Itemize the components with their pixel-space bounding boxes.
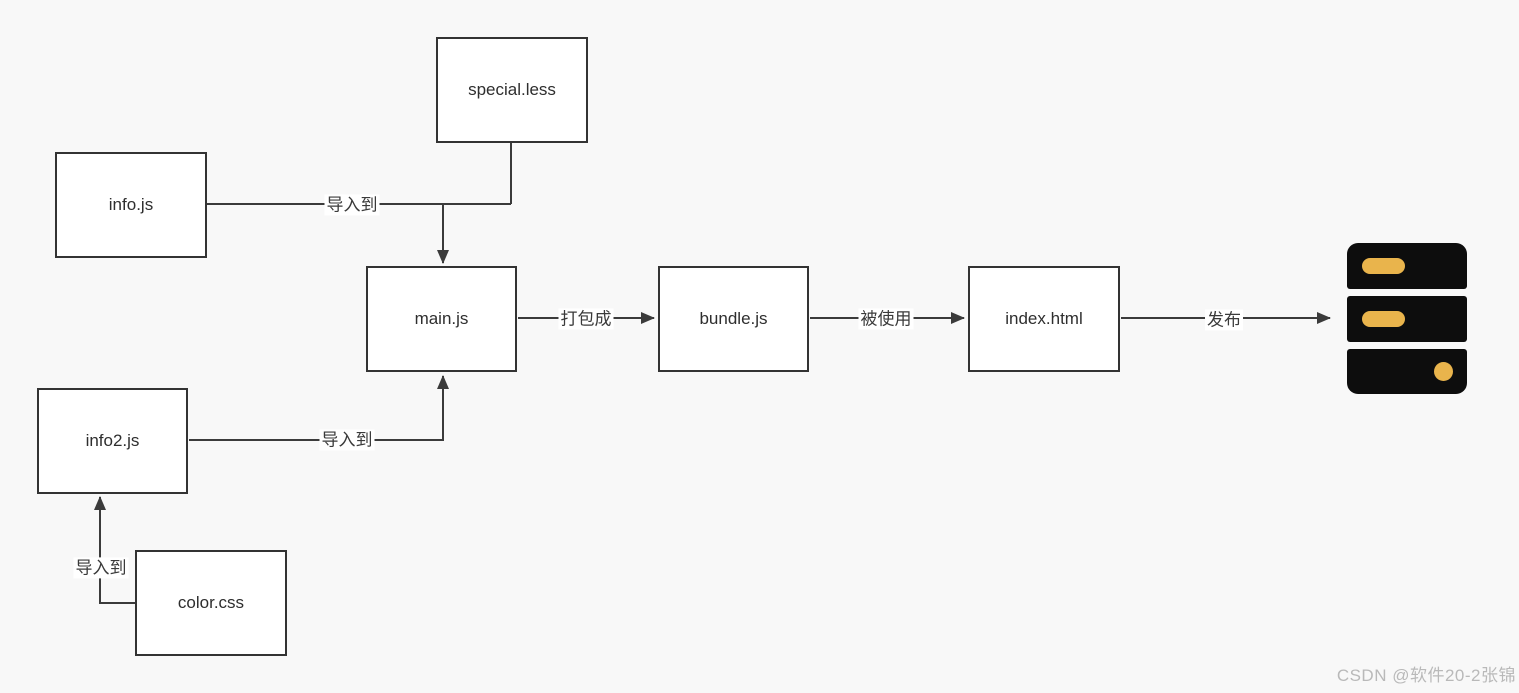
node-index-html: index.html <box>968 266 1120 372</box>
server-led-pill <box>1362 258 1405 274</box>
node-label: main.js <box>414 309 469 328</box>
edge-info2-js-to-main-js <box>189 375 449 441</box>
edge-label-used-by: 被使用 <box>858 308 914 330</box>
node-label: special.less <box>468 80 556 99</box>
node-label: color.css <box>177 593 245 612</box>
edge-label-publish: 发布 <box>1205 309 1243 331</box>
server-unit-top <box>1347 243 1467 289</box>
server-unit-bottom <box>1347 349 1467 394</box>
node-special-less: special.less <box>436 37 588 143</box>
edge-color-css-to-info2-js <box>94 496 135 604</box>
node-label: info.js <box>108 195 154 214</box>
server-unit-middle <box>1347 296 1467 342</box>
edge-label-import-3: 导入到 <box>73 557 129 579</box>
node-bundle-js: bundle.js <box>658 266 809 372</box>
edge-label-import-2: 导入到 <box>319 429 375 451</box>
node-label: index.html <box>1005 309 1083 328</box>
server-led-dot <box>1434 362 1453 381</box>
server-led-pill <box>1362 311 1405 327</box>
server-icon <box>1347 243 1467 394</box>
node-info-js: info.js <box>55 152 207 258</box>
node-color-css: color.css <box>135 550 287 656</box>
node-label: info2.js <box>85 431 140 450</box>
node-label: bundle.js <box>699 309 768 328</box>
node-info2-js: info2.js <box>37 388 188 494</box>
watermark: CSDN @软件20-2张锦 <box>1336 666 1516 685</box>
edge-label-bundle-into: 打包成 <box>558 308 614 330</box>
edge-label-import-1: 导入到 <box>324 194 380 216</box>
node-main-js: main.js <box>366 266 517 372</box>
